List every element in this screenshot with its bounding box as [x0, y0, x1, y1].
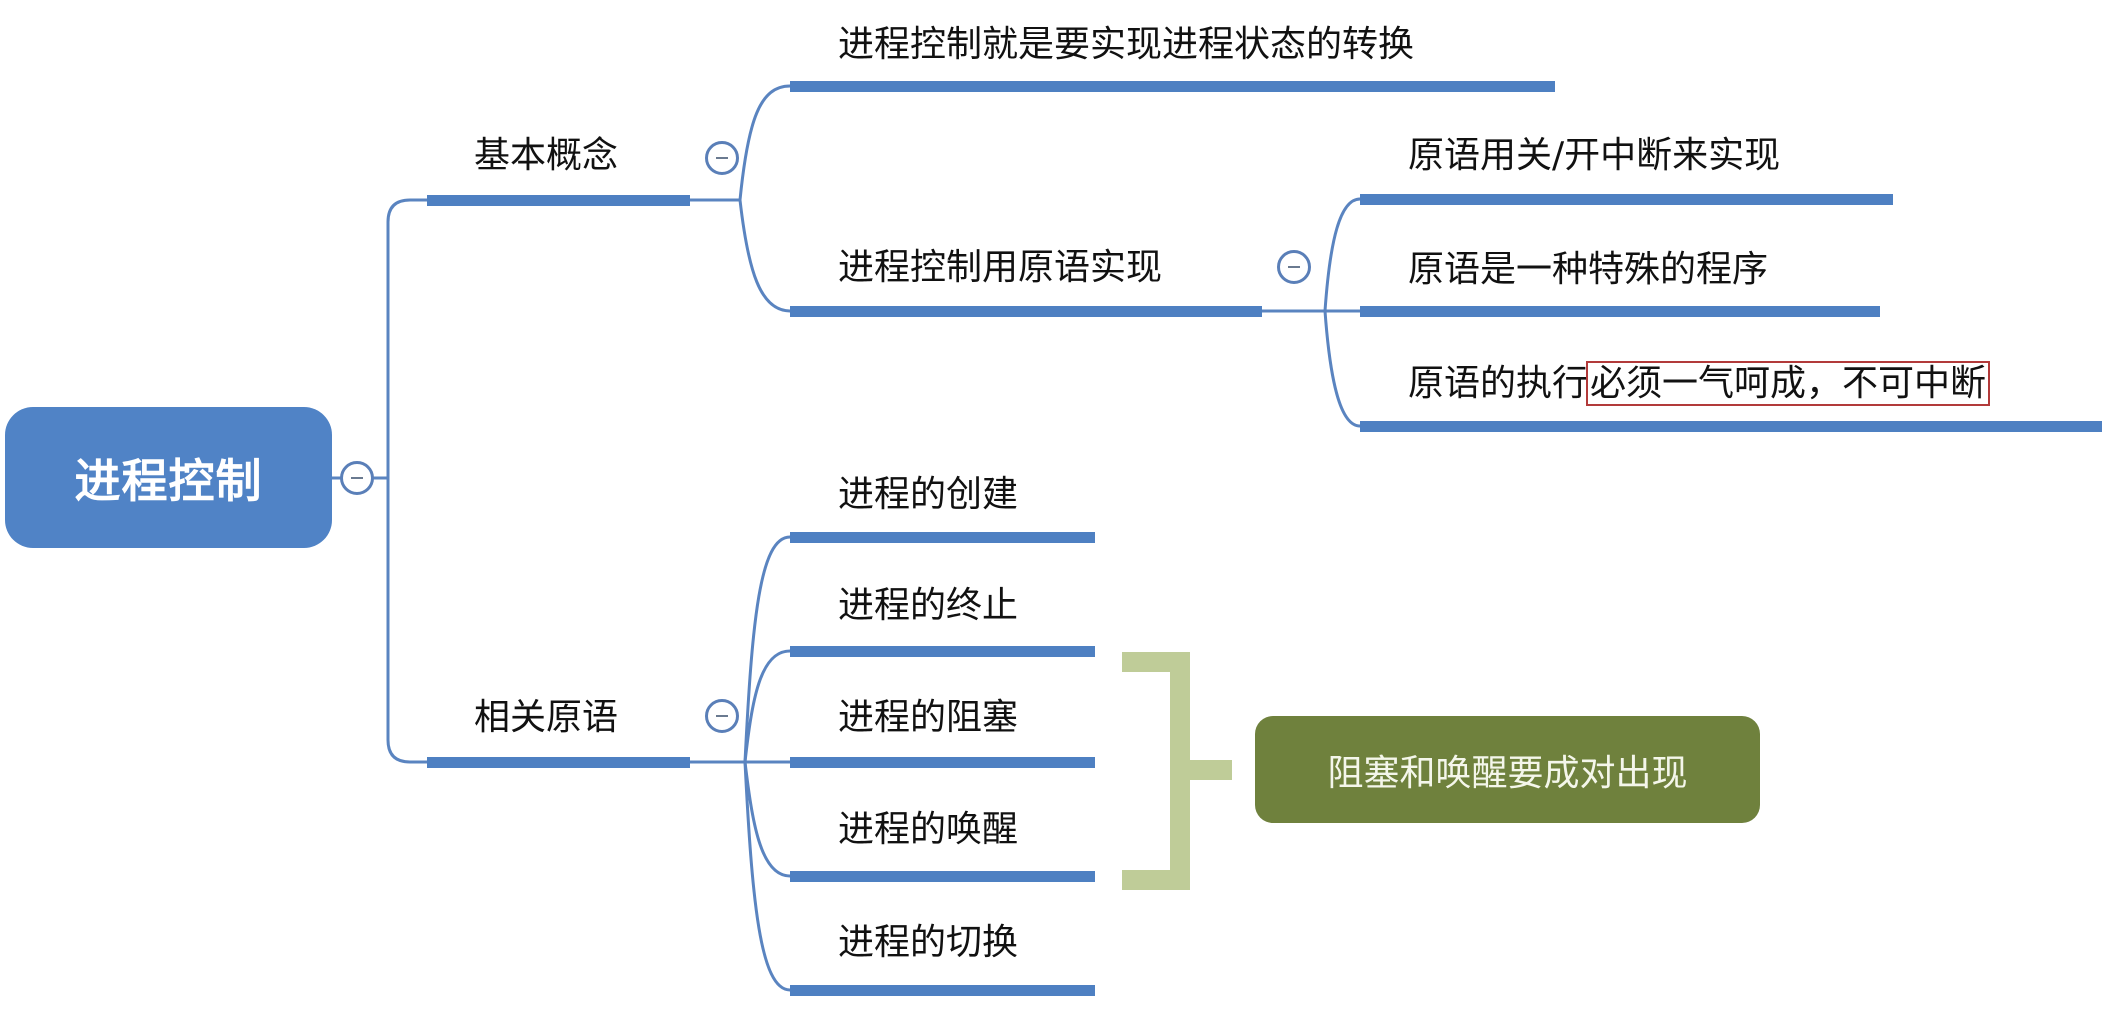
topic-node-state-transition[interactable]: 进程控制就是要实现进程状态的转换 [838, 24, 1415, 65]
branch2-curve-1 [743, 535, 791, 763]
topic-underline [790, 871, 1095, 882]
root-collapse-toggle[interactable] [340, 461, 374, 495]
topic-node-terminate[interactable]: 进程的终止 [838, 585, 1019, 626]
topic-underline [790, 757, 1095, 768]
topic-node-create[interactable]: 进程的创建 [838, 474, 1019, 515]
basic-concepts-collapse-toggle[interactable] [705, 141, 739, 175]
topic-underline [790, 81, 1555, 92]
subtopic-node-special-program[interactable]: 原语是一种特殊的程序 [1408, 249, 1769, 290]
branch1-curve-top [738, 84, 791, 201]
branch1b-curve-top [1323, 197, 1361, 312]
summary-bracket [1122, 652, 1190, 890]
topic-underline [790, 306, 1262, 317]
subtopic-underline [1360, 194, 1893, 205]
minus-icon [716, 715, 728, 717]
minus-icon [716, 157, 728, 159]
minus-icon [1288, 266, 1300, 268]
highlight-annotation-box: 必须一气呵成，不可中断 [1586, 361, 1991, 406]
branch-node-basic-concepts[interactable]: 基本概念 [474, 135, 619, 176]
trunk-line [386, 198, 427, 478]
topic-underline [790, 985, 1095, 996]
summary-label: 阻塞和唤醒要成对出现 [1327, 752, 1688, 794]
summary-node[interactable]: 阻塞和唤醒要成对出现 [1255, 716, 1760, 823]
branch-node-related-primitives[interactable]: 相关原语 [474, 697, 619, 738]
topic-underline [790, 532, 1095, 543]
subtopic-node-atomic-execution[interactable]: 原语的执行必须一气呵成，不可中断 [1408, 361, 1991, 406]
branch1b-curve-bottom [1323, 310, 1361, 428]
topic-node-block[interactable]: 进程的阻塞 [838, 697, 1019, 738]
root-label: 进程控制 [74, 453, 263, 508]
minus-icon [351, 477, 363, 479]
branch1-curve-bottom [738, 199, 791, 313]
trunk-line-lower [386, 478, 427, 764]
root-node[interactable]: 进程控制 [5, 407, 332, 548]
topic-node-primitive-impl[interactable]: 进程控制用原语实现 [838, 247, 1163, 288]
topic-node-wakeup[interactable]: 进程的唤醒 [838, 809, 1019, 850]
subtopic-node-interrupts[interactable]: 原语用关/开中断来实现 [1408, 135, 1781, 176]
branch2-curve-5 [743, 761, 791, 992]
branch2-curve-2 [743, 649, 791, 763]
branch-underline [427, 195, 690, 206]
topic-underline [790, 646, 1095, 657]
related-primitives-collapse-toggle[interactable] [705, 699, 739, 733]
branch-underline [427, 757, 690, 768]
subtopic-label-plain: 原语的执行 [1408, 363, 1589, 404]
primitive-impl-collapse-toggle[interactable] [1277, 250, 1311, 284]
subtopic-underline [1360, 421, 2102, 432]
topic-node-switch[interactable]: 进程的切换 [838, 922, 1019, 963]
subtopic-underline [1360, 306, 1880, 317]
